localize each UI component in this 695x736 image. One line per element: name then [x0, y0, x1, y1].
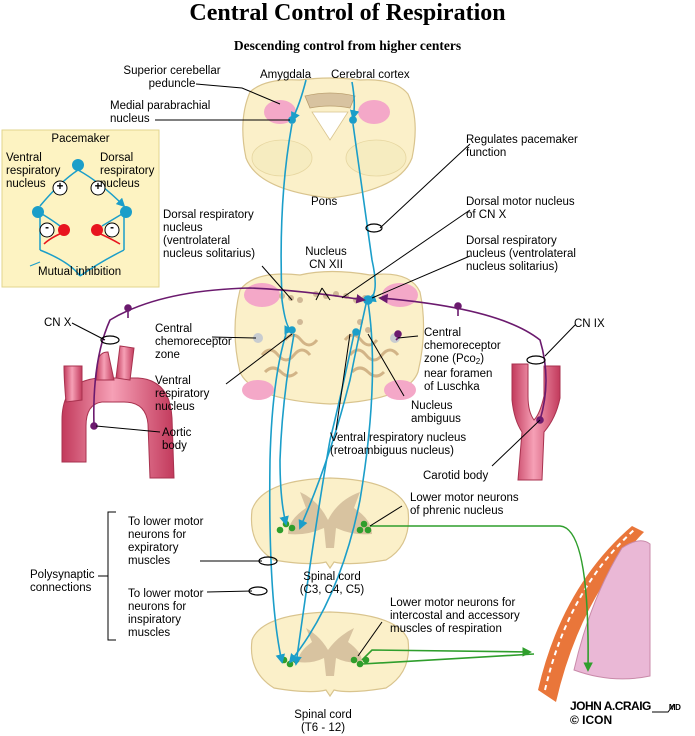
signature-flourish	[652, 703, 675, 713]
label-pons: Pons	[311, 196, 338, 208]
signature-md: MD	[668, 703, 681, 712]
pacemaker-title: Pacemaker	[51, 133, 110, 145]
label-dorsal-respiratory-nucleus-right: Dorsal respiratory nucleus (ventrolatera…	[466, 235, 576, 273]
label-superior-cerebellar-peduncle: Superior cerebellar peduncle	[123, 65, 221, 90]
carotid-artery	[511, 363, 561, 481]
label-aortic-body: Aortic body	[162, 427, 192, 452]
label-ventral-respiratory-retroambiguus: Ventral respiratory nucleus (retroambigu…	[330, 432, 467, 457]
aortic-arch	[61, 345, 175, 479]
cervical-cord-section	[250, 477, 410, 570]
signature-name: JOHN A.CRAIG	[570, 699, 651, 713]
leader-lines	[71, 83, 576, 657]
pacemaker-dorsal-label: Dorsal respiratory nucleus	[100, 152, 155, 190]
medulla-section	[234, 270, 425, 405]
label-cn-ix: CN IX	[574, 318, 605, 330]
pacemaker-ventral-label: Ventral respiratory nucleus	[6, 152, 61, 190]
label-nucleus-ambiguus: Nucleus ambiguus	[411, 400, 461, 425]
label-cerebral-cortex: Cerebral cortex	[331, 69, 410, 81]
pacemaker-panel	[1, 129, 160, 288]
thoracic-cord-section	[250, 611, 410, 698]
artist-copyright: © ICON	[570, 713, 613, 727]
diaphragm-wall	[538, 526, 651, 702]
label-nucleus-cn-xii: Nucleus CN XII	[305, 246, 347, 271]
label-central-chemoreceptor-left: Central chemoreceptor zone	[155, 323, 232, 361]
label-dorsal-respiratory-nucleus-left: Dorsal respiratory nucleus (ventrolatera…	[163, 209, 256, 260]
label-pco2-subscript: 2	[475, 357, 481, 366]
label-ventral-respiratory-nucleus: Ventral respiratory nucleus	[155, 375, 210, 413]
label-central-chemoreceptor-right-text: Central chemoreceptor zone (Pco	[424, 327, 501, 365]
motor-outputs	[361, 525, 593, 672]
label-amygdala: Amygdala	[260, 69, 312, 81]
excitatory-sign-right: +	[94, 181, 102, 193]
label-to-lower-inspiratory: To lower motor neurons for inspiratory m…	[128, 588, 204, 639]
label-central-chemoreceptor-right: Central chemoreceptor zone (Pco2) near f…	[424, 327, 501, 394]
label-cn-x: CN X	[44, 317, 72, 329]
label-central-chemoreceptor-right-text-2: ) near foramen of Luschka	[424, 353, 493, 393]
afferent-nerves	[90, 287, 547, 430]
label-carotid-body: Carotid body	[423, 470, 489, 482]
inhibitory-sign-right: -	[110, 222, 114, 234]
label-lower-motor-intercostal: Lower motor neurons for intercostal and …	[390, 597, 520, 635]
diagram-subtitle: Descending control from higher centers	[233, 38, 462, 53]
label-lower-motor-phrenic: Lower motor neurons of phrenic nucleus	[410, 492, 519, 517]
inhibitory-sign-left: -	[45, 222, 49, 234]
descending-pathways	[268, 79, 377, 666]
diagram-title: Central Control of Respiration	[189, 0, 506, 26]
nerve-markers	[100, 223, 546, 596]
label-medial-parabrachial-nucleus: Medial parabrachial nucleus	[110, 100, 211, 125]
label-to-lower-expiratory: To lower motor neurons for expiratory mu…	[128, 516, 204, 567]
label-polysynaptic-connections: Polysynaptic connections	[30, 569, 95, 594]
label-spinal-cord-cervical: Spinal cord (C3, C4, C5)	[299, 571, 365, 596]
artist-signature: JOHN A.CRAIG MD	[570, 699, 681, 713]
pons-section	[242, 77, 416, 199]
label-regulates-pacemaker: Regulates pacemaker function	[466, 134, 578, 159]
pacemaker-mutual-inhibition: Mutual inhibition	[38, 266, 122, 278]
label-dorsal-motor-nucleus-cn-x: Dorsal motor nucleus of CN X	[466, 196, 575, 221]
excitatory-sign-left: +	[56, 181, 64, 193]
label-spinal-cord-thoracic: Spinal cord (T6 - 12)	[294, 709, 352, 734]
